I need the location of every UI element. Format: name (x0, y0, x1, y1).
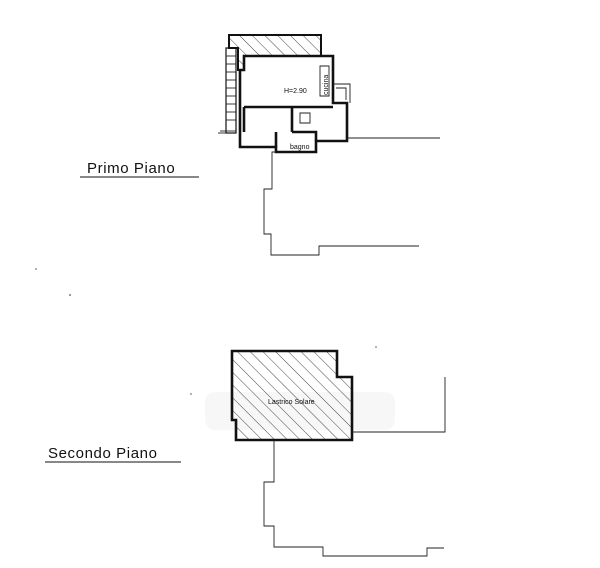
first-floor-partitions (242, 105, 333, 147)
first-floor-stair (220, 47, 237, 134)
second-floor-roof-terrace (230, 349, 354, 442)
room-label-kitchen: cucina (323, 75, 330, 95)
scan-speck (375, 346, 377, 348)
second-floor-site-outline (263, 377, 446, 557)
scan-speck (35, 268, 37, 270)
first-floor-site-outline (263, 137, 440, 256)
first-floor-balcony (333, 83, 351, 103)
room-label-bathroom: bagno (290, 144, 310, 151)
first-floor-title: Primo Piano (87, 160, 175, 177)
scan-speck (190, 393, 192, 395)
second-floor-title: Secondo Piano (48, 445, 158, 462)
scan-speck (69, 294, 71, 296)
second-floor-plan: Lastrico Solare (230, 349, 446, 557)
room-label-roof-terrace: Lastrico Solare (268, 399, 315, 406)
first-floor-plan: H=2.90 cucina bagno (218, 34, 440, 256)
first-floor-outer-wall (238, 54, 349, 154)
first-floor-fixtures (299, 65, 330, 124)
room-label-height: H=2.90 (284, 88, 307, 95)
